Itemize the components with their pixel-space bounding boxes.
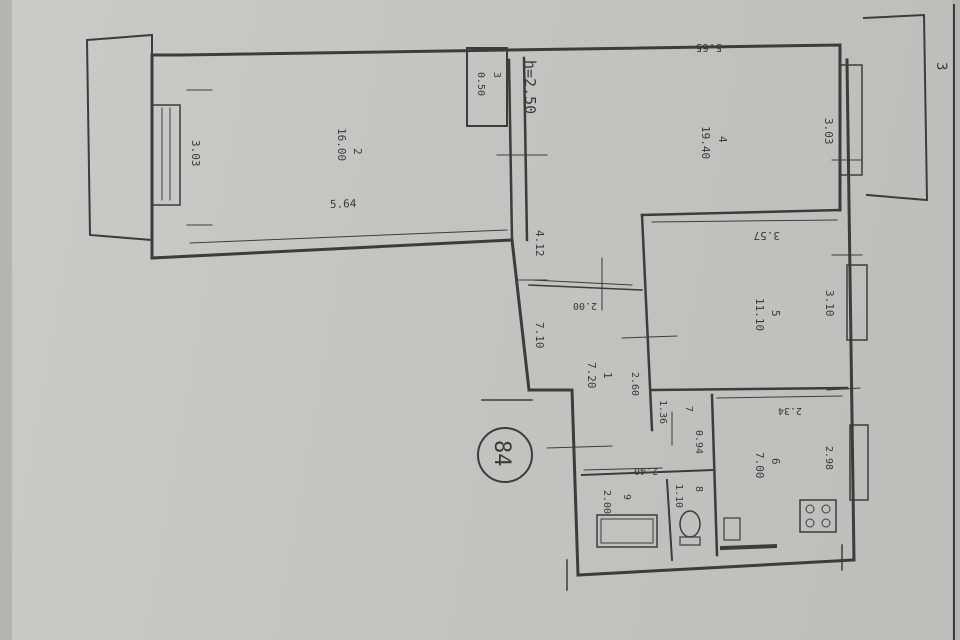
room-5-area: 11.10 (753, 298, 766, 331)
dim-room2-width: 3.03 (189, 140, 202, 167)
window-room6 (849, 424, 869, 501)
room-7-area: 1.36 (657, 400, 668, 424)
kitchen-counter (719, 543, 780, 551)
room-1-number: 1 (601, 372, 614, 379)
room-1-area: 7.20 (585, 362, 598, 389)
dim-room6-width: 2.98 (823, 446, 834, 470)
toilet-icon (679, 510, 701, 538)
room-3-number: 3 (491, 72, 502, 78)
outer-wall-bottom (576, 558, 856, 577)
room-3-area: 0.50 (475, 72, 486, 96)
dim-hall-length: 4.12 (533, 230, 546, 257)
hall-lower-wall (527, 388, 580, 577)
apartment-number: 84 (489, 440, 514, 467)
room-6-number: 6 (769, 458, 782, 465)
apartment-number-circle (477, 427, 533, 483)
dim-room6-length: 2.34 (778, 405, 802, 416)
right-balcony (862, 13, 929, 202)
room-2-number: 2 (351, 148, 364, 155)
room-7-number: 7 (683, 406, 694, 412)
dim-hall-width: 2.00 (573, 300, 597, 311)
outer-wall-right (845, 58, 856, 562)
dim-corridor: 0.94 (693, 430, 704, 454)
dim-bath-length: 2.40 (634, 465, 658, 476)
floor-plan-drawing: 3 84 h=2.50 2 16.00 4 19.40 5 11.10 1 7.… (85, 4, 955, 640)
wall-room5-room6 (650, 386, 849, 392)
room-9-number: 9 (621, 494, 632, 500)
wall-bath-wc (665, 478, 674, 562)
wall-room4-room5 (640, 208, 842, 217)
dim-hall-span: 2.60 (629, 372, 640, 396)
room2-bottom-wall (150, 238, 514, 260)
wall-hall-room5 (640, 213, 654, 432)
room-5-number: 5 (769, 310, 782, 317)
dim-room2-length: 5.64 (330, 197, 357, 211)
room-9-area: 2.00 (601, 490, 612, 514)
ceiling-height: h=2.50 (521, 60, 539, 114)
wall-room2-room4 (507, 58, 514, 242)
dim-room4-length: 5.65 (696, 41, 723, 54)
window-room4 (839, 64, 863, 176)
dim-room5-length: 3.57 (754, 229, 781, 242)
sheet-mark: 3 (933, 62, 949, 70)
room-4-number: 4 (716, 136, 729, 143)
plan-sheet: 3 84 h=2.50 2 16.00 4 19.40 5 11.10 1 7.… (12, 0, 955, 640)
wall-room2-room4-b (522, 56, 529, 242)
stove-icon (799, 499, 837, 533)
bathtub-icon (596, 514, 658, 548)
dim-room4-width: 3.03 (822, 118, 835, 145)
wall-bath-top (580, 468, 714, 477)
hall-divider (528, 284, 643, 291)
window-room5 (846, 264, 868, 341)
room-2-area: 16.00 (335, 128, 348, 161)
room-6-area: 7.00 (753, 452, 766, 479)
window-room2 (151, 104, 181, 206)
dim-room5-width: 3.10 (823, 290, 836, 317)
dim-hall-lower: 7.10 (533, 322, 546, 349)
sink-icon (723, 517, 741, 541)
hall-left-wall (510, 238, 531, 392)
pantry-box (466, 47, 508, 127)
left-balcony (85, 33, 153, 242)
room-8-number: 8 (693, 486, 704, 492)
wall-room6-wc (710, 393, 719, 557)
room-4-area: 19.40 (699, 126, 712, 159)
room-8-area: 1.10 (673, 484, 684, 508)
